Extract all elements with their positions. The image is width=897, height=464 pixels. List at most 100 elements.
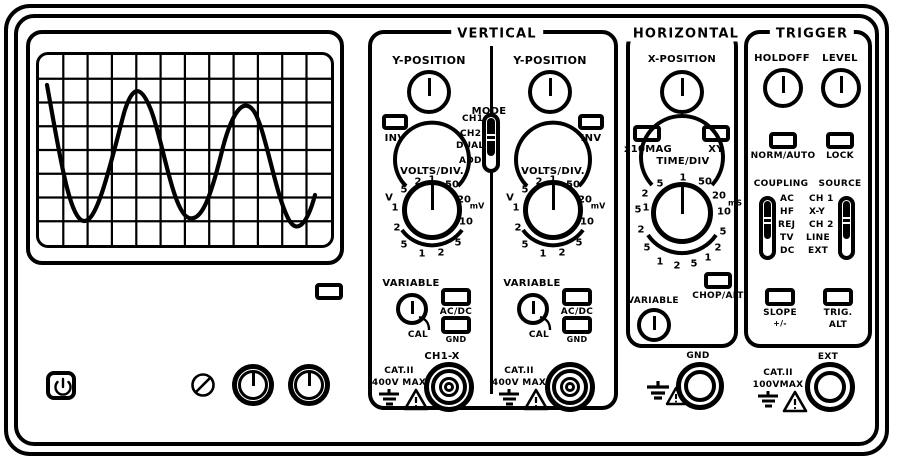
norm-auto-label: NORM/AUTO	[750, 151, 816, 161]
ch1-dial-1b: 1	[418, 248, 426, 260]
ch2-dial-1l: 1	[512, 202, 520, 214]
ch2-dial-1-top: 1	[549, 174, 557, 186]
ch1-unit-volts: V	[385, 192, 393, 204]
coupling-option-ac[interactable]: AC	[780, 194, 795, 204]
chop-alt-button[interactable]	[704, 272, 732, 289]
x-position-knob[interactable]	[660, 70, 704, 114]
mode-slide-switch[interactable]	[482, 113, 500, 173]
mode-option-dual[interactable]: DUAL	[456, 141, 485, 151]
td-dial-1c: 1	[642, 202, 650, 214]
td-dial-5e: 5	[656, 178, 664, 190]
trigger-title: TRIGGER	[769, 26, 855, 42]
time-div-scale	[639, 114, 725, 256]
ext-earth-ground-icon	[758, 391, 778, 408]
time-div-label: TIME/DIV	[656, 156, 710, 167]
coupling-option-tv[interactable]: TV	[780, 233, 794, 243]
coupling-slide-switch[interactable]	[759, 196, 776, 260]
ch1-y-position-knob[interactable]	[407, 70, 451, 114]
time-div-knob[interactable]	[639, 114, 725, 256]
ch1-max-label: 400V MAX	[371, 378, 427, 388]
ch2-dial-5t: 5	[521, 184, 529, 196]
ch1-acdc-button[interactable]	[441, 288, 471, 306]
ext-warning-triangle-icon	[782, 390, 808, 413]
ch1-cal-label: CAL	[407, 330, 429, 340]
ch1-variable-label: VARIABLE	[382, 278, 440, 289]
gnd-connector-label: GND	[686, 351, 710, 361]
source-option-ch2[interactable]: CH 2	[809, 220, 834, 230]
source-option-ch1[interactable]: CH 1	[809, 194, 834, 204]
source-label: SOURCE	[818, 179, 862, 189]
trig-alt-button[interactable]	[823, 288, 853, 306]
intensity-knob[interactable]	[232, 364, 274, 406]
ch2-max-label: 400V MAX	[491, 378, 547, 388]
ch1-bnc-connector[interactable]	[424, 362, 474, 412]
td-dial-2b: 2	[673, 260, 681, 272]
chassis-inner-border	[14, 14, 879, 446]
ch1-volts-div-label: VOLTS/DIV.	[400, 166, 464, 177]
ch1-dial-2r: 2	[437, 247, 445, 259]
graticule-lines	[39, 55, 331, 245]
ch2-inv-button[interactable]	[578, 114, 604, 130]
holdoff-knob[interactable]	[763, 68, 803, 108]
ch1-unit-millivolts: mV	[469, 201, 485, 211]
ch2-cal-label: CAL	[528, 330, 550, 340]
vertical-channel-divider	[490, 46, 493, 394]
gnd-connector[interactable]	[676, 362, 724, 410]
ch2-earth-ground-icon	[499, 389, 519, 406]
slope-sub-label: +/-	[773, 319, 787, 328]
source-option-ext[interactable]: EXT	[808, 246, 829, 256]
ch2-dial-5r: 5	[575, 237, 583, 249]
td-unit-ms: mS	[727, 198, 743, 208]
ext-bnc-connector[interactable]	[805, 362, 855, 412]
ch2-y-position-knob[interactable]	[528, 70, 572, 114]
td-dial-1b: 1	[656, 256, 664, 268]
ch2-warning-triangle-icon	[523, 388, 549, 411]
ch2-gnd-button[interactable]	[562, 316, 592, 334]
source-option-line[interactable]: LINE	[806, 233, 830, 243]
td-dial-5c: 5	[643, 242, 651, 254]
horizontal-variable-knob[interactable]	[637, 308, 671, 342]
focus-knob[interactable]	[288, 364, 330, 406]
coupling-option-rej[interactable]: REJ	[778, 220, 796, 230]
ch1-connector-label: CH1-X	[424, 351, 460, 362]
ch1-dial-2t: 2	[414, 176, 422, 188]
ch1-dial-2l: 2	[393, 222, 401, 234]
ch1-gnd-button[interactable]	[441, 316, 471, 334]
display-unlabeled-button[interactable]	[315, 283, 343, 300]
ch1-inv-button[interactable]	[382, 114, 408, 130]
trim-screw-icon[interactable]	[190, 372, 216, 398]
slope-label: SLOPE	[763, 308, 797, 318]
level-knob[interactable]	[821, 68, 861, 108]
waveform-display	[39, 55, 331, 245]
chop-alt-label: CHOP/ALT	[692, 291, 744, 301]
ch2-dial-50: 50	[566, 179, 580, 191]
ch2-dial-10: 10	[580, 216, 594, 228]
power-button[interactable]	[46, 371, 76, 400]
ch1-dial-10: 10	[459, 216, 473, 228]
source-slide-switch[interactable]	[838, 196, 855, 260]
ch1-dial-1-top: 1	[428, 174, 436, 186]
td-dial-10: 10	[717, 206, 731, 218]
ch1-variable-knob[interactable]	[396, 293, 428, 325]
ch1-warning-triangle-icon	[403, 388, 429, 411]
lock-button[interactable]	[826, 132, 854, 149]
ch2-volts-div-label: VOLTS/DIV.	[521, 166, 585, 177]
mode-option-ch1[interactable]: CH1	[462, 114, 484, 124]
mode-option-ch2[interactable]: CH2	[460, 129, 482, 139]
ch2-cal-detent-icon	[539, 315, 552, 331]
ch1-dial-1l: 1	[391, 202, 399, 214]
coupling-option-dc[interactable]: DC	[780, 246, 795, 256]
horizontal-variable-label: VARIABLE	[627, 296, 679, 306]
norm-auto-button[interactable]	[769, 132, 797, 149]
ch2-bnc-connector[interactable]	[545, 362, 595, 412]
level-label: LEVEL	[822, 53, 858, 64]
ch2-volts-div-scale	[514, 120, 592, 248]
mode-label: MODE	[471, 106, 507, 117]
source-option-xy[interactable]: X-Y	[809, 207, 826, 217]
ch2-volts-div-knob[interactable]	[514, 120, 592, 248]
ch1-volts-div-knob[interactable]	[393, 120, 471, 248]
ch1-cal-detent-icon	[418, 315, 431, 331]
slope-button[interactable]	[765, 288, 795, 306]
ch2-acdc-button[interactable]	[562, 288, 592, 306]
coupling-option-hf[interactable]: HF	[780, 207, 795, 217]
